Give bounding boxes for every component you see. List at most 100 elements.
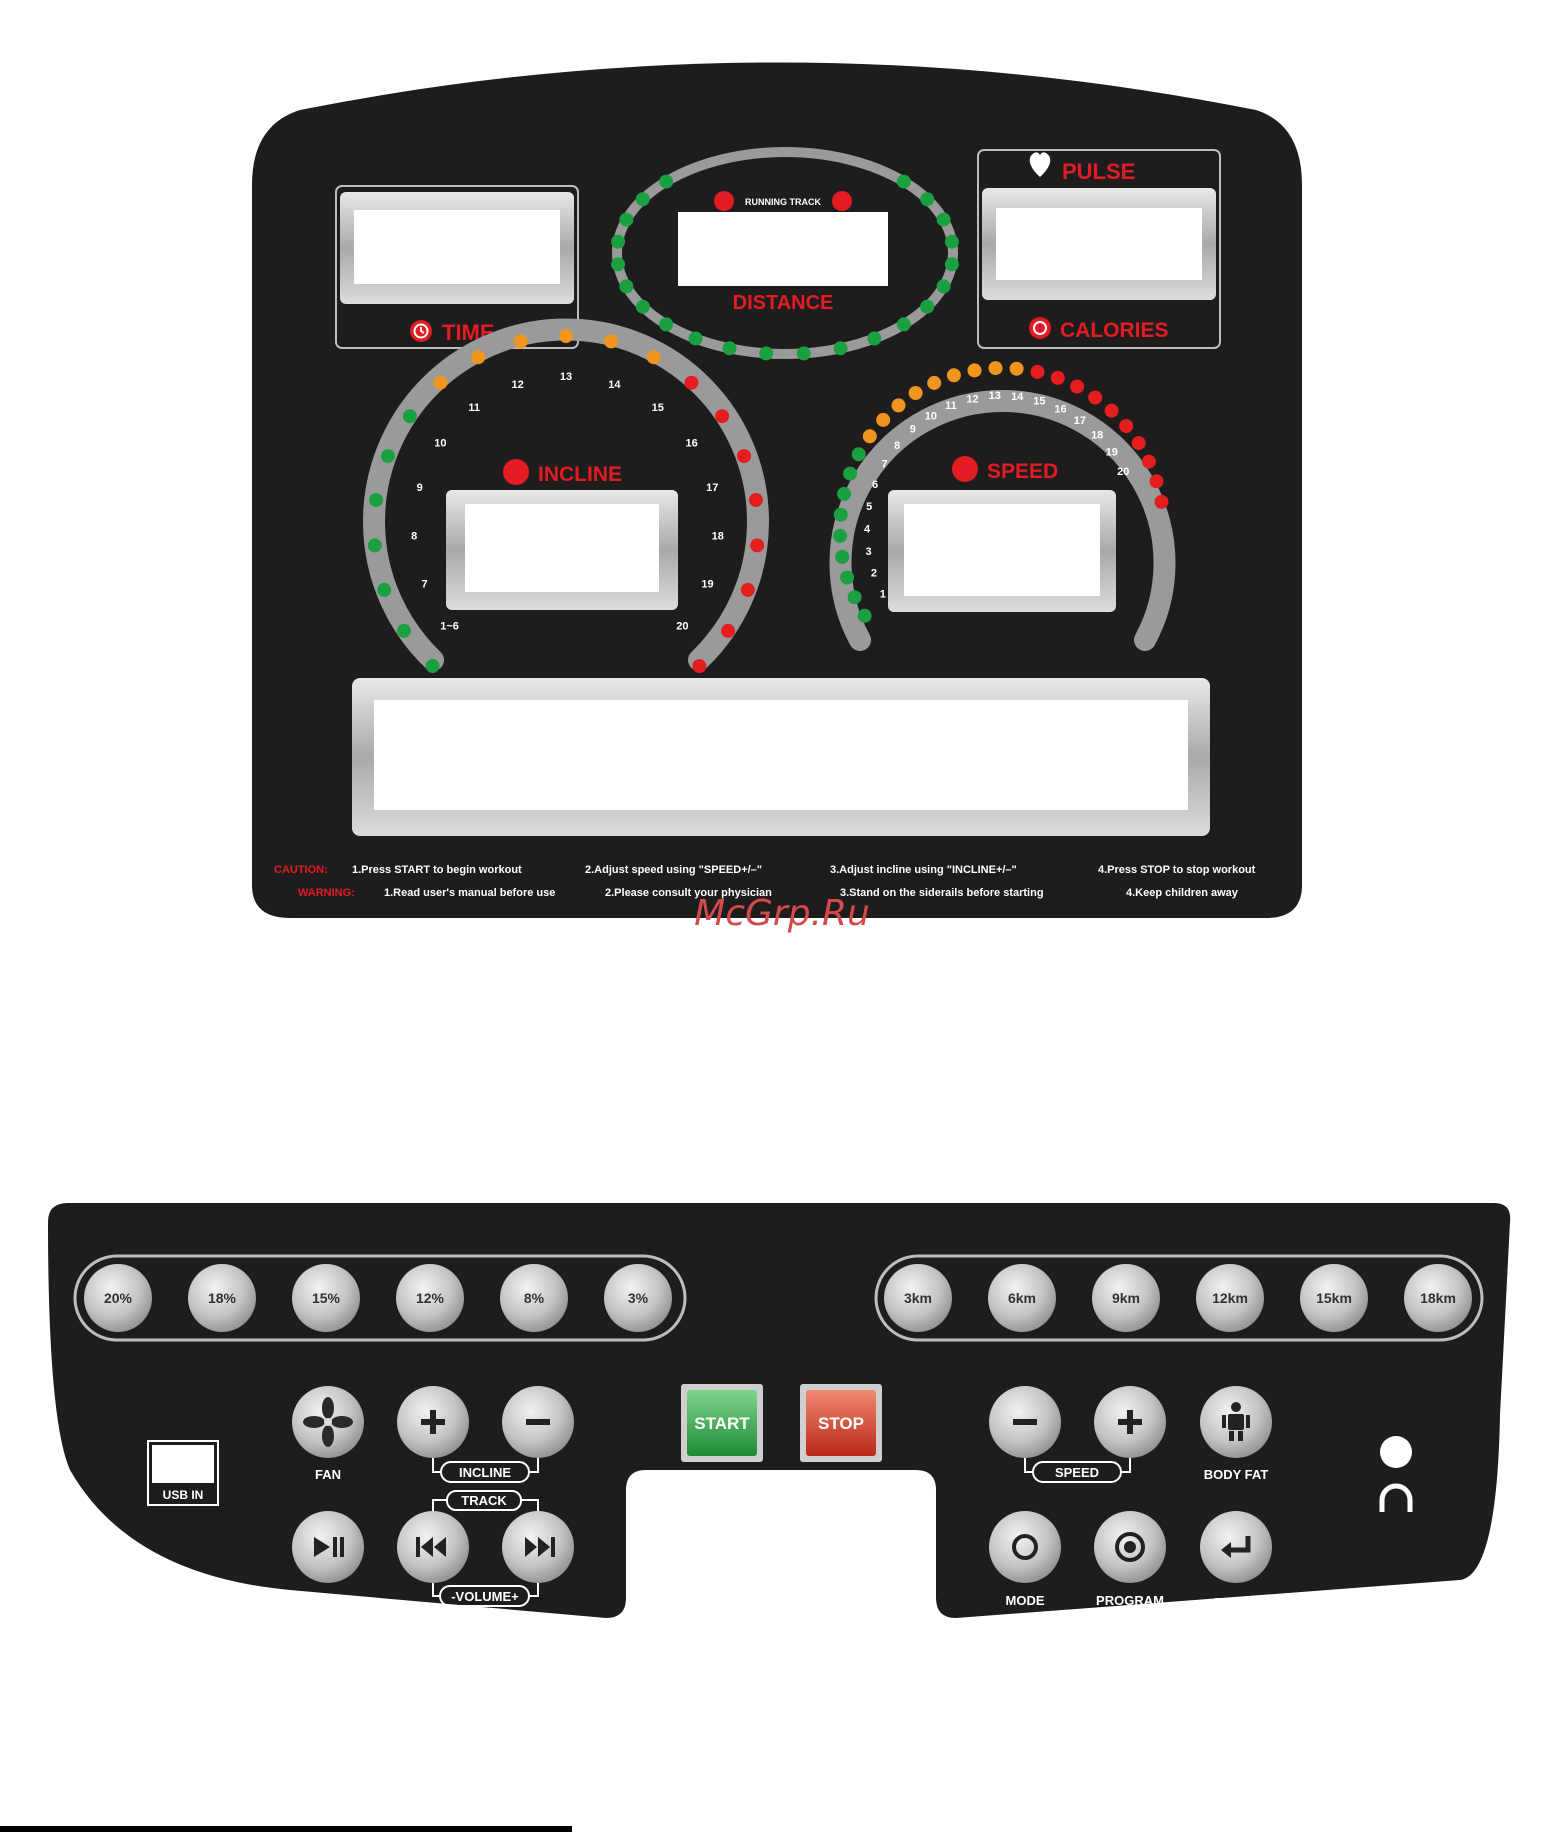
warning-4: 4.Keep children away	[1126, 887, 1239, 899]
speed-preset-9km[interactable]: 9km	[1092, 1264, 1160, 1332]
plus-icon	[1118, 1410, 1142, 1434]
incline-minus-button[interactable]	[502, 1386, 574, 1458]
incline-scale-label: 1~6	[440, 621, 459, 633]
track-led	[796, 346, 811, 361]
speed-scale-label: 18	[1091, 429, 1103, 441]
skip-back-icon	[416, 1537, 446, 1557]
incline-preset-3pct[interactable]: 3%	[604, 1264, 672, 1332]
track-led	[896, 317, 911, 332]
distance-label: DISTANCE	[733, 292, 834, 314]
speed-led	[1131, 436, 1146, 451]
incline-preset-15pct[interactable]: 15%	[292, 1264, 360, 1332]
speed-scale-label: 1	[880, 588, 886, 600]
speed-preset-18km[interactable]: 18km	[1404, 1264, 1472, 1332]
program-label: PROGRAM	[1096, 1593, 1164, 1608]
speed-led	[1030, 364, 1045, 379]
play-pause-button[interactable]	[292, 1511, 364, 1583]
speed-led	[1070, 379, 1085, 394]
incline-scale-label: 7	[421, 579, 427, 591]
volume-group-label: -VOLUME+	[451, 1589, 519, 1604]
previous-track-button[interactable]	[397, 1511, 469, 1583]
enter-button[interactable]	[1200, 1511, 1272, 1583]
program-button[interactable]	[1094, 1511, 1166, 1583]
calories-label: CALORIES	[1060, 319, 1169, 342]
warning-1: 1.Read user's manual before use	[384, 887, 555, 899]
speed-preset-6km[interactable]: 6km	[988, 1264, 1056, 1332]
track-led	[619, 212, 634, 227]
caution-title: CAUTION:	[274, 864, 328, 876]
speed-scale-label: 11	[945, 400, 957, 412]
speed-preset-label: 15km	[1316, 1290, 1352, 1306]
incline-group-bracket: INCLINE	[432, 1458, 539, 1483]
incline-led	[646, 350, 661, 365]
incline-preset-label: 3%	[628, 1290, 649, 1306]
speed-led	[835, 549, 850, 564]
speed-led	[891, 398, 906, 413]
speed-led	[1009, 361, 1024, 376]
speed-led	[908, 386, 923, 400]
track-led	[936, 279, 951, 294]
speed-scale-label: 7	[881, 459, 887, 471]
speed-preset-15km[interactable]: 15km	[1300, 1264, 1368, 1332]
speed-scale-label: 20	[1117, 466, 1129, 478]
speed-plus-button[interactable]	[1094, 1386, 1166, 1458]
usb-label: USB IN	[163, 1488, 204, 1502]
usb-port[interactable]: USB IN	[147, 1440, 219, 1506]
play-label: PLAY	[311, 1593, 345, 1608]
speed-led	[840, 570, 855, 585]
fan-label: FAN	[315, 1467, 341, 1482]
incline-label: INCLINE	[538, 463, 622, 486]
caution-3: 3.Adjust incline using "INCLINE+/–"	[830, 864, 1017, 876]
incline-preset-20pct[interactable]: 20%	[84, 1264, 152, 1332]
incline-preset-label: 18%	[208, 1290, 237, 1306]
pulse-label: PULSE	[1062, 159, 1135, 184]
caution-warning-text: CAUTION: 1.Press START to begin workout …	[274, 864, 1256, 899]
incline-led	[721, 623, 736, 638]
speed-scale-label: 10	[925, 410, 937, 422]
incline-preset-12pct[interactable]: 12%	[396, 1264, 464, 1332]
next-track-button[interactable]	[502, 1511, 574, 1583]
start-button[interactable]: START	[681, 1384, 763, 1462]
pulse-calories-display: PULSE CALORIES	[977, 149, 1221, 349]
speed-led	[1149, 474, 1164, 489]
page-rule	[0, 1826, 572, 1832]
incline-led	[559, 329, 573, 343]
speed-preset-3km[interactable]: 3km	[884, 1264, 952, 1332]
speed-led	[851, 447, 866, 462]
incline-led	[737, 449, 751, 464]
speed-led	[946, 368, 961, 383]
incline-scale-label: 11	[468, 402, 480, 414]
incline-preset-8pct[interactable]: 8%	[500, 1264, 568, 1332]
speed-minus-button[interactable]	[989, 1386, 1061, 1458]
body-fat-button[interactable]	[1200, 1386, 1272, 1458]
headphone-jack[interactable]	[1379, 1436, 1413, 1512]
warning-title: WARNING:	[298, 887, 355, 899]
incline-preset-18pct[interactable]: 18%	[188, 1264, 256, 1332]
track-led	[920, 299, 935, 314]
mode-button[interactable]	[989, 1511, 1061, 1583]
headphone-icon	[1379, 1483, 1413, 1512]
target-icon	[1115, 1532, 1145, 1562]
speed-led	[837, 486, 852, 501]
incline-scale-label: 14	[608, 379, 621, 391]
fan-button[interactable]	[292, 1386, 364, 1458]
speed-preset-12km[interactable]: 12km	[1196, 1264, 1264, 1332]
caution-1: 1.Press START to begin workout	[352, 864, 522, 876]
track-led	[759, 346, 774, 361]
skip-forward-icon	[525, 1537, 555, 1557]
track-led	[635, 192, 650, 207]
incline-group-label: INCLINE	[459, 1465, 511, 1480]
stop-button[interactable]: STOP	[800, 1384, 882, 1462]
track-led	[920, 192, 935, 207]
track-led	[944, 234, 959, 249]
incline-led	[684, 375, 699, 390]
speed-label: SPEED	[987, 460, 1058, 483]
incline-led	[740, 582, 755, 597]
speed-scale-label: 15	[1033, 395, 1045, 407]
incline-plus-button[interactable]	[397, 1386, 469, 1458]
incline-scale-label: 8	[411, 531, 417, 543]
runner-icon	[832, 191, 852, 211]
track-led	[896, 174, 911, 189]
